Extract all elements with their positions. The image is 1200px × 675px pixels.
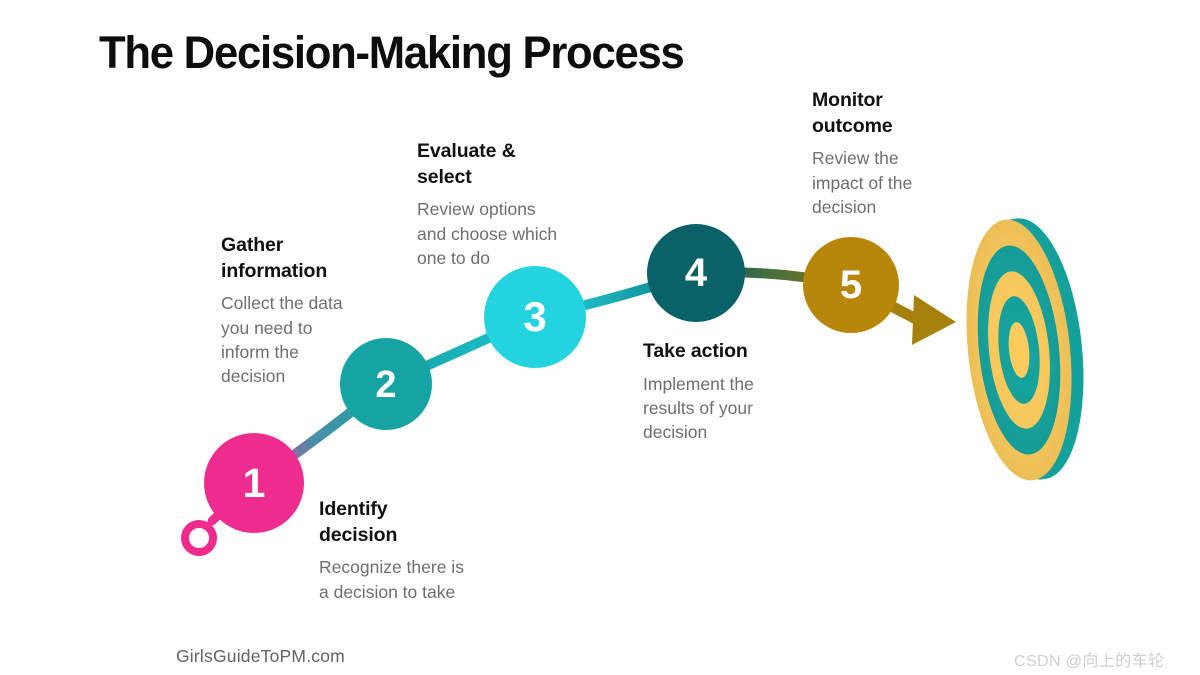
- step-circle-1[interactable]: [204, 433, 304, 533]
- step-block-2: Gather information Collect the data you …: [221, 233, 391, 388]
- step-heading-4: Take action: [643, 340, 748, 362]
- step-heading-1: Identify decision: [319, 498, 398, 546]
- step-circle-2[interactable]: [340, 338, 432, 430]
- step-heading-3: Evaluate & select: [417, 140, 516, 188]
- step-description-1: Recognize there is a decision to take: [319, 557, 464, 602]
- step-description-5: Review the impact of the decision: [812, 148, 913, 217]
- step-description-3: Review options and choose which one to d…: [417, 199, 558, 268]
- step-block-4: Take action Implement the results of you…: [643, 339, 823, 444]
- step-heading-5: Monitor outcome: [812, 89, 893, 137]
- bullseye-target-icon: [966, 218, 1084, 481]
- arrow-head-icon: [912, 295, 956, 345]
- step-heading-2: Gather information: [221, 234, 328, 282]
- step-description-4: Implement the results of your decision: [643, 373, 754, 443]
- step-block-1: Identify decision Recognize there is a d…: [319, 497, 504, 604]
- step-block-3: Evaluate & select Review options and cho…: [417, 139, 607, 270]
- page-title: The Decision-Making Process: [99, 27, 685, 78]
- step-description-2: Collect the data you need to inform the …: [221, 293, 343, 386]
- watermark: CSDN @向上的车轮: [1014, 653, 1165, 670]
- step-block-5: Monitor outcome Review the impact of the…: [812, 88, 972, 219]
- site-credit: GirlsGuideToPM.com: [176, 646, 345, 666]
- step-circle-3[interactable]: [484, 266, 586, 368]
- step-circle-4[interactable]: [647, 224, 745, 322]
- step-circle-5[interactable]: [803, 237, 899, 333]
- start-ring-icon: [181, 520, 217, 556]
